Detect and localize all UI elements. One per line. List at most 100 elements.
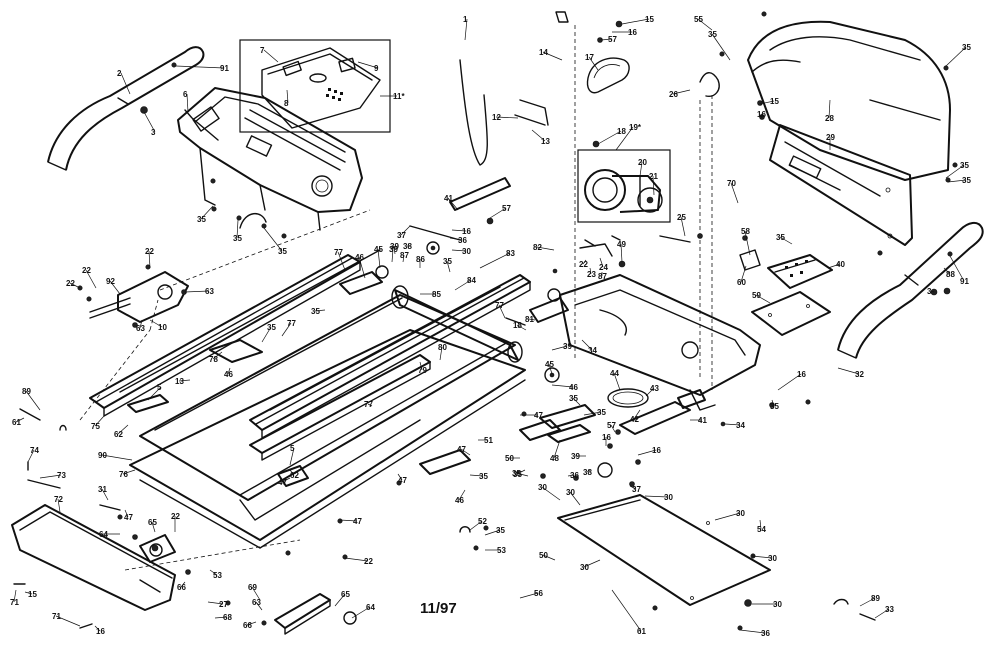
- part-callout-label: 43: [650, 384, 659, 393]
- part-callout-label: 47: [278, 478, 287, 487]
- leader-line: [357, 61, 379, 69]
- part-callout-label: 53: [213, 571, 222, 580]
- part-callout-label: 39: [389, 245, 398, 254]
- leader-line: [200, 205, 214, 220]
- leader-line: [610, 424, 616, 433]
- leader-line: [120, 72, 131, 95]
- leader-line: [184, 290, 210, 293]
- part-callout-label: 59: [752, 291, 761, 300]
- leader-line: [148, 250, 151, 269]
- part-callout-label: 22: [145, 247, 154, 256]
- leader-line: [246, 621, 257, 626]
- part-callout-label: 44: [610, 369, 619, 378]
- part-callout-label: 35: [513, 470, 522, 479]
- part-callout-label: 22: [82, 266, 91, 275]
- part-callout-label: 30: [580, 563, 589, 572]
- leader-line: [739, 629, 766, 634]
- leader-line: [69, 282, 81, 289]
- part-callout-label: 62: [114, 430, 123, 439]
- leader-line: [645, 387, 655, 397]
- part-callout-label: 51: [484, 436, 493, 445]
- leader-line: [391, 248, 394, 263]
- part-callout-label: 38: [403, 242, 412, 251]
- part-callout-label: 40: [836, 260, 845, 269]
- leader-line: [122, 469, 136, 475]
- leader-line: [449, 237, 463, 241]
- part-callout-label: 47: [457, 445, 466, 454]
- part-callout-label: 62: [290, 471, 299, 480]
- part-callout-label: 30: [462, 247, 471, 256]
- part-callout-label: 46: [224, 370, 233, 379]
- leader-line: [400, 225, 411, 236]
- leader-line: [117, 424, 129, 435]
- part-callout-label: 15: [770, 97, 779, 106]
- part-callout-label: 30: [664, 493, 673, 502]
- part-callout-label: 35: [708, 30, 717, 39]
- part-callout-label: 81: [525, 315, 534, 324]
- leader-line: [644, 495, 669, 498]
- leader-line: [759, 519, 762, 530]
- part-callout-label: 16: [462, 227, 471, 236]
- part-callout-label: 16: [628, 28, 637, 37]
- leader-line: [541, 486, 561, 501]
- part-callout-label: 13: [541, 137, 550, 146]
- leader-lines: [13, 18, 967, 634]
- leader-line: [151, 521, 156, 533]
- part-callout-label: 84: [467, 276, 476, 285]
- part-callout-label: 29: [826, 133, 835, 142]
- leader-line: [281, 322, 292, 337]
- leader-line: [351, 606, 371, 619]
- elevation-motor: [89, 265, 389, 413]
- leader-line: [569, 491, 581, 506]
- part-callout-label: 87: [400, 251, 409, 260]
- part-callout-label: 78: [209, 355, 218, 364]
- leader-line: [55, 615, 81, 627]
- leader-line: [582, 259, 587, 265]
- leader-line: [447, 197, 459, 211]
- part-callout-label: 88: [946, 270, 955, 279]
- leader-line: [451, 249, 467, 252]
- leader-line: [859, 597, 876, 607]
- part-callout-label: 79: [418, 366, 427, 375]
- leader-line: [567, 474, 575, 477]
- part-callout-label: 47: [124, 513, 133, 522]
- part-callout-label: 13: [175, 377, 184, 386]
- leader-line: [85, 269, 97, 289]
- part-callout-label: 69: [248, 583, 257, 592]
- leader-line: [837, 367, 860, 375]
- leader-line: [344, 557, 369, 562]
- leader-line: [124, 509, 129, 518]
- leader-line: [615, 126, 634, 151]
- part-callout-label: 2: [117, 69, 122, 78]
- leader-line: [542, 554, 556, 561]
- part-callout-label: 77: [495, 301, 504, 310]
- part-callout-label: 66: [243, 621, 252, 630]
- leader-line: [943, 267, 951, 275]
- part-callout-label: 19*: [629, 123, 642, 132]
- part-callout-label: 39: [390, 242, 399, 251]
- part-callout-label: 70: [727, 179, 736, 188]
- rear-end-cap: [11, 504, 176, 611]
- frame-base: [79, 209, 526, 571]
- leader-line: [600, 38, 613, 41]
- leader-line: [489, 207, 507, 219]
- part-callout-label: 50: [539, 551, 548, 560]
- leader-line: [744, 230, 751, 256]
- leader-line: [516, 324, 527, 331]
- part-callout-label: 89: [22, 387, 31, 396]
- leader-line: [25, 390, 41, 411]
- console-overlay-box: [239, 39, 391, 133]
- part-callout-label: 35: [267, 323, 276, 332]
- part-callout-label: 18: [513, 321, 522, 330]
- leader-line: [209, 569, 218, 576]
- part-callout-label: 9: [374, 64, 379, 73]
- leader-line: [255, 601, 263, 611]
- part-callout-label: 16: [602, 433, 611, 442]
- leader-line: [633, 409, 641, 420]
- part-callout-label: 30: [736, 509, 745, 518]
- leader-line: [419, 361, 423, 371]
- part-callout-label: 52: [478, 517, 487, 526]
- leader-line: [289, 447, 295, 466]
- leader-line: [178, 379, 191, 382]
- part-callout-label: 8: [284, 99, 289, 108]
